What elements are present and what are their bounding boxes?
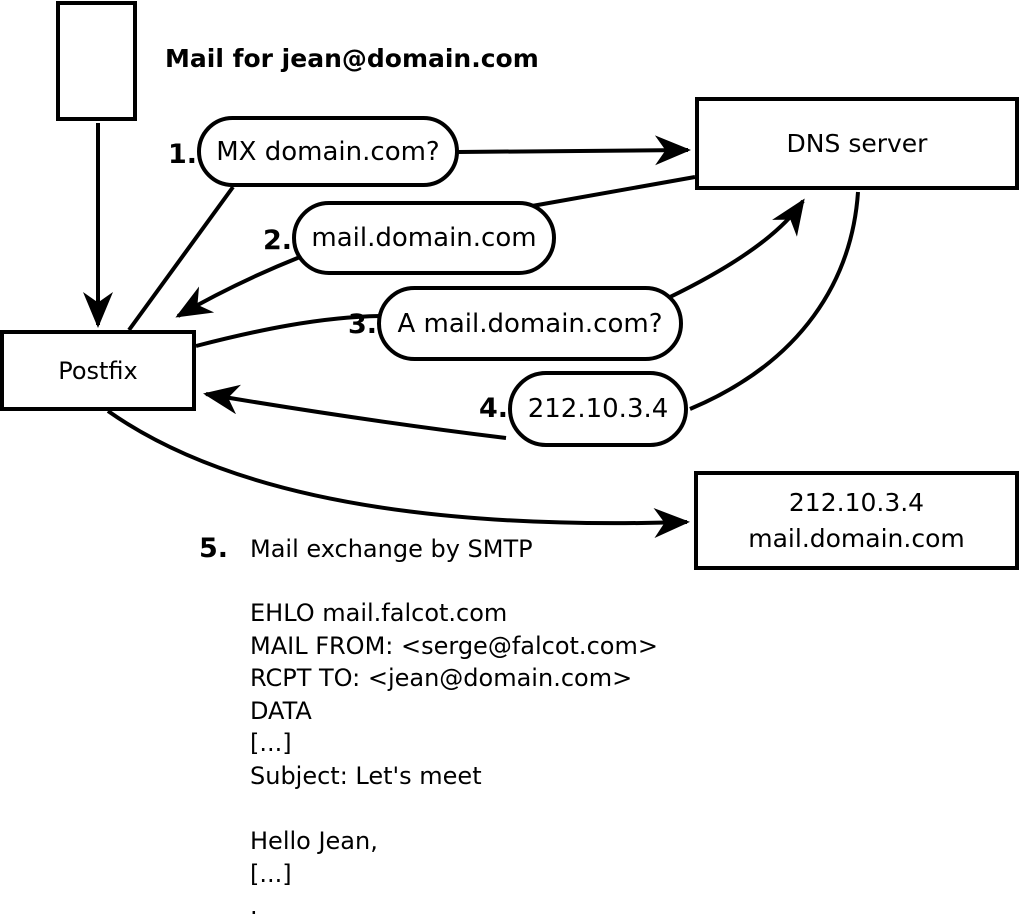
step-3-query-pill: A mail.domain.com? bbox=[377, 286, 683, 361]
line-dns-to-answer2 bbox=[531, 175, 696, 208]
line-postfix-to-query1 bbox=[127, 185, 235, 332]
step-3-number: 3. bbox=[347, 309, 377, 340]
step-1-label: MX domain.com? bbox=[216, 136, 440, 167]
smtp-line: RCPT TO: <jean@domain.com> bbox=[250, 664, 633, 693]
arrow-answer4-to-postfix bbox=[203, 384, 507, 440]
dns-server-node: DNS server bbox=[695, 97, 1019, 190]
smtp-line: Hello Jean, bbox=[250, 827, 378, 856]
smtp-line: EHLO mail.falcot.com bbox=[250, 599, 508, 627]
smtp-line-terminator: . bbox=[250, 892, 258, 919]
smtp-line: Subject: Let's meet bbox=[250, 761, 482, 790]
postfix-node: Postfix bbox=[0, 330, 196, 411]
step-1-query-pill: MX domain.com? bbox=[197, 116, 459, 187]
diagram-title: Mail for jean@domain.com bbox=[165, 44, 539, 73]
smtp-session-transcript: EHLO mail.falcot.com MAIL FROM: <serge@f… bbox=[250, 597, 658, 919]
incoming-mail-box bbox=[56, 1, 137, 121]
smtp-line: [...] bbox=[250, 859, 292, 888]
arrow-query3-to-dns bbox=[667, 198, 805, 300]
step-4-label: 212.10.3.4 bbox=[527, 394, 669, 424]
step-2-label: mail.domain.com bbox=[311, 223, 537, 253]
mail-server-hostname: mail.domain.com bbox=[748, 523, 965, 553]
smtp-line: [...] bbox=[250, 729, 292, 758]
mail-server-ip: 212.10.3.4 bbox=[788, 487, 925, 517]
step-5-number: 5. bbox=[198, 533, 228, 564]
mail-server-node: 212.10.3.4 mail.domain.com bbox=[694, 471, 1019, 570]
step-1-number: 1. bbox=[167, 139, 197, 170]
arrow-answer2-to-postfix bbox=[175, 255, 301, 318]
step-2-answer-pill: mail.domain.com bbox=[292, 201, 556, 275]
step-2-number: 2. bbox=[262, 225, 292, 256]
line-dns-to-answer4 bbox=[689, 191, 860, 411]
smtp-line: DATA bbox=[250, 696, 312, 725]
postfix-label: Postfix bbox=[58, 356, 138, 385]
step-3-label: A mail.domain.com? bbox=[397, 308, 663, 339]
step-5-label: Mail exchange by SMTP bbox=[250, 535, 533, 563]
arrow-query1-to-dns bbox=[457, 135, 691, 166]
step-4-number: 4. bbox=[478, 393, 508, 424]
step-4-answer-pill: 212.10.3.4 bbox=[508, 371, 688, 447]
smtp-line: MAIL FROM: <serge@falcot.com> bbox=[250, 631, 658, 660]
smtp-line-blank bbox=[250, 793, 658, 826]
dns-server-label: DNS server bbox=[786, 129, 928, 158]
